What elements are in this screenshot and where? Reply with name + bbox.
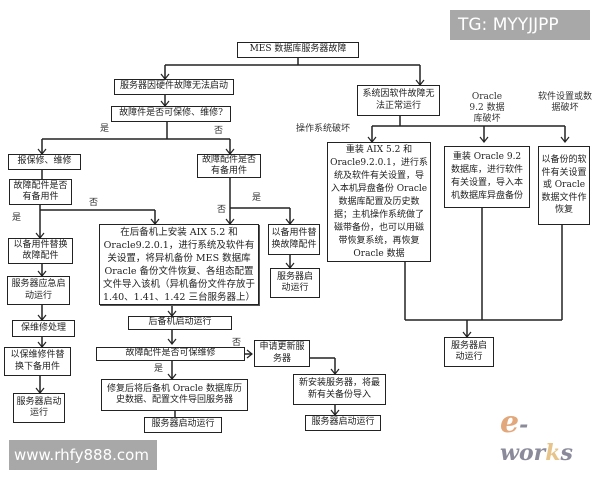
- edge-label-yes-1: 是: [100, 124, 110, 134]
- edge-label-no-2: 否: [89, 198, 99, 208]
- node-reinstall-aix: 重装 AIX 5.2 和 Oracle9.2.0.1，进行系统及软件有关设置，导…: [327, 142, 431, 262]
- node-backup-install: 在后备机上安装 AIX 5.2 和 Oracle9.2.0.1，进行系统及软件有…: [99, 224, 259, 305]
- node-replace-spare-1: 以备用件替换故障配件: [8, 238, 73, 264]
- watermark-bottom-left: www.rhfy888.com: [9, 440, 157, 470]
- edge-label-no-4: 否: [232, 338, 242, 348]
- edge-label-no-3: 否: [217, 205, 227, 215]
- edge-label-no-1: 否: [214, 126, 224, 136]
- watermark-top-right: TG: MYYJJPP: [450, 10, 590, 40]
- node-reinstall-oracle: 重装 Oracle 9.2 数据库，进行软件有关设置，导入本机数据库异盘备份: [444, 146, 530, 208]
- node-spare-question-1: 故障配件是否有备用件: [9, 179, 72, 205]
- node-repairable-question-2: 故障配件是否可保维修: [96, 347, 245, 361]
- eworks-logo: e-works: [500, 405, 573, 466]
- node-server-start-2: 服务器启动运行: [270, 268, 320, 298]
- edge-label-yes-2: 是: [12, 213, 22, 223]
- node-hw-repairable-question: 故障件是否可保修、维修?: [111, 106, 231, 122]
- node-backup-start: 后备机启动运行: [128, 316, 232, 330]
- edge-label-settings-broken: 软件设置或数据破坏: [537, 92, 592, 113]
- edge-label-yes-3: 是: [252, 193, 262, 203]
- node-server-start-3: 服务器启动运行: [144, 417, 222, 433]
- edge-label-yes-4: 是: [154, 364, 164, 374]
- node-warranty-handle: 保维修处理: [12, 320, 75, 337]
- node-replace-spare-2: 以备用件替换故障配件: [268, 224, 320, 255]
- node-spare-question-2: 故障配件是否有备用件: [197, 154, 261, 178]
- node-hardware-failure: 服务器因硬件故障无法启动: [114, 79, 234, 95]
- node-server-start-4: 服务器启动运行: [305, 415, 381, 431]
- node-server-emergency-start: 服务器应急启动运行: [7, 276, 70, 305]
- edge-label-os-broken: 操作系统破坏: [296, 124, 351, 134]
- node-software-failure: 系统因软件故障无法正常运行: [357, 85, 440, 116]
- node-root: MES 数据库服务器故障: [237, 42, 359, 58]
- node-apply-new-server: 申请更新服务器: [254, 340, 310, 367]
- node-server-start-1: 服务器启动运行: [13, 393, 65, 423]
- node-new-server-install: 新安装服务器，将最新有关备份导入: [293, 374, 386, 405]
- node-replace-repaired: 以保维修件替换下备用件: [4, 347, 71, 376]
- node-restore-settings: 以备份的软件有关设置或 Oracle 数据文件作恢复: [538, 146, 590, 225]
- edge-label-oracle-broken: Oracle 9.2 数据库破坏: [469, 92, 505, 124]
- node-server-start-5: 服务器启动运行: [444, 337, 494, 367]
- node-restore-history: 修复后将后备机 Oracle 数据库历史数据、配置文件导回服务器: [101, 379, 248, 411]
- node-report-repair: 报保修、维修: [8, 154, 81, 170]
